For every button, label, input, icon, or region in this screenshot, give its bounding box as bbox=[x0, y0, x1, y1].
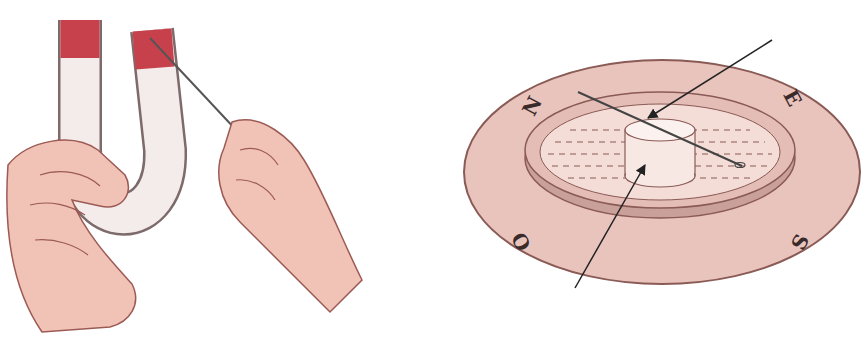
finger-line bbox=[236, 148, 278, 200]
magnet-pole bbox=[61, 20, 100, 58]
pointer-arrow bbox=[648, 40, 772, 118]
hand bbox=[7, 140, 136, 332]
hand bbox=[219, 120, 362, 312]
water bbox=[540, 104, 780, 200]
finger-line bbox=[30, 172, 100, 255]
pointer-arrow bbox=[575, 165, 645, 288]
needle bbox=[578, 92, 742, 166]
needle bbox=[150, 38, 238, 132]
dish-rim bbox=[525, 92, 795, 208]
needle-eye bbox=[735, 163, 745, 168]
magnet-pole bbox=[152, 30, 155, 68]
compass-card bbox=[464, 60, 860, 284]
